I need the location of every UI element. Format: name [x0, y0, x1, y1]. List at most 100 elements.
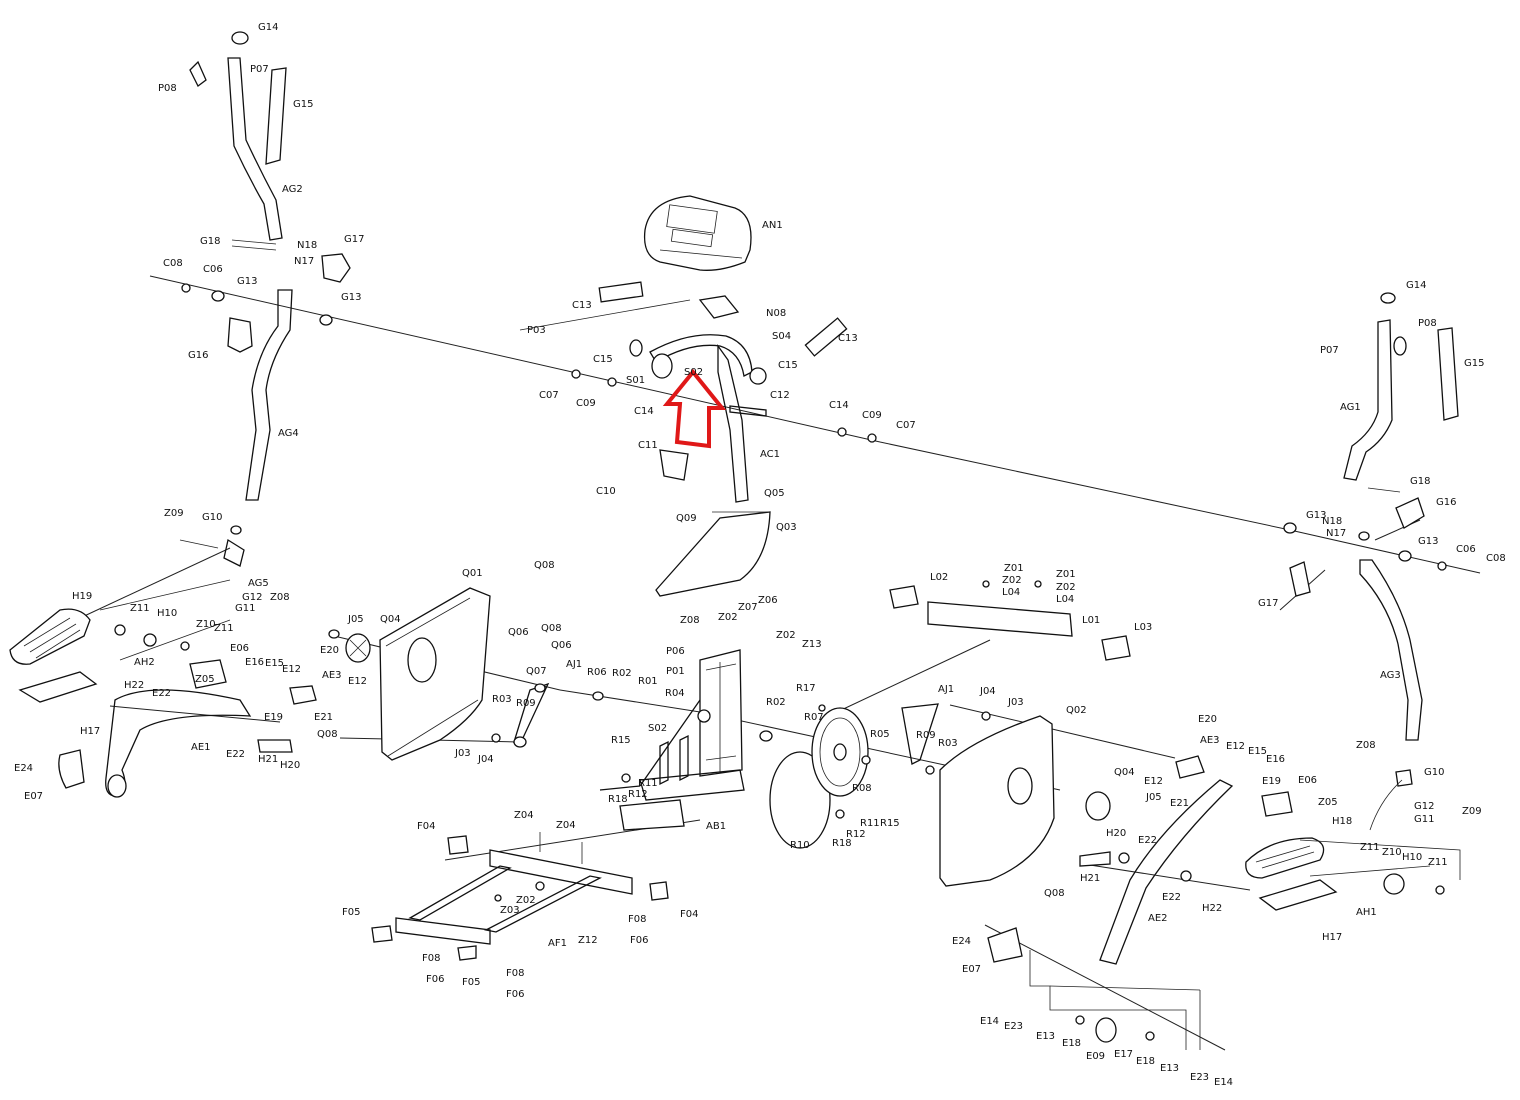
- part-label: Z05: [1318, 797, 1338, 808]
- part-label: Z02: [516, 895, 536, 906]
- part-label: E18: [1136, 1056, 1155, 1067]
- part-label: N17: [294, 256, 314, 267]
- part-label: Q04: [380, 614, 401, 625]
- part-label: G14: [1406, 280, 1426, 291]
- part-label: Z10: [196, 619, 216, 630]
- part-label: C15: [778, 360, 798, 371]
- part-label: Z01: [1056, 569, 1076, 580]
- base-frame: [371, 832, 669, 961]
- part-label: Z08: [270, 592, 290, 603]
- part-label: Z11: [214, 623, 234, 634]
- part-label: F05: [342, 907, 360, 918]
- part-label: R09: [916, 730, 936, 741]
- part-label: C09: [576, 398, 596, 409]
- part-label: Z11: [130, 603, 150, 614]
- part-label: Z02: [1002, 575, 1022, 586]
- part-label: Z09: [1462, 806, 1482, 817]
- part-label: G10: [1424, 767, 1444, 778]
- right-cover-assembly: [901, 703, 1111, 887]
- part-label: S02: [648, 723, 667, 734]
- part-label: F06: [630, 935, 648, 946]
- part-label: C07: [539, 390, 559, 401]
- part-label: F04: [417, 821, 435, 832]
- part-label: G16: [1436, 497, 1456, 508]
- highlight-arrow: [662, 368, 727, 449]
- part-label: F06: [426, 974, 444, 985]
- part-label: Z12: [578, 935, 598, 946]
- part-label: R12: [846, 829, 866, 840]
- right-handlebar-assembly: [1283, 292, 1459, 831]
- part-label: AC1: [760, 449, 780, 460]
- console-and-mast: [519, 195, 877, 597]
- part-label: E15: [265, 658, 284, 669]
- part-label: C08: [163, 258, 183, 269]
- rear-stabilizer: [889, 580, 1131, 661]
- part-label: E06: [1298, 775, 1317, 786]
- part-label: C06: [1456, 544, 1476, 555]
- part-label: C07: [896, 420, 916, 431]
- part-label: Q06: [551, 640, 572, 651]
- flywheel-assembly: [621, 704, 871, 849]
- part-label: R11: [638, 778, 658, 789]
- part-label: C08: [1486, 553, 1506, 564]
- part-label: C12: [770, 390, 790, 401]
- part-label: R10: [790, 840, 810, 851]
- part-label: H10: [1402, 852, 1422, 863]
- part-label: H22: [1202, 903, 1222, 914]
- part-label: H17: [1322, 932, 1342, 943]
- part-label: F06: [506, 989, 524, 1000]
- part-label: E07: [24, 791, 43, 802]
- part-label: AE3: [322, 670, 342, 681]
- part-label: Q04: [1114, 767, 1135, 778]
- part-label: J03: [454, 748, 471, 759]
- part-label: C14: [829, 400, 849, 411]
- part-label: R18: [832, 838, 852, 849]
- part-label: G15: [293, 99, 313, 110]
- main-frame: [599, 649, 773, 831]
- part-label: G11: [235, 603, 255, 614]
- part-label: E12: [282, 664, 301, 675]
- part-label: G13: [1418, 536, 1438, 547]
- part-label: R08: [852, 783, 872, 794]
- part-label: E16: [1266, 754, 1285, 765]
- part-label: C10: [596, 486, 616, 497]
- part-label: C06: [203, 264, 223, 275]
- part-label: G17: [1258, 598, 1278, 609]
- part-label: R15: [611, 735, 631, 746]
- part-label: E21: [1170, 798, 1189, 809]
- part-label: N17: [1326, 528, 1346, 539]
- part-label: E13: [1160, 1063, 1179, 1074]
- part-label: R15: [880, 818, 900, 829]
- part-label: E19: [1262, 776, 1281, 787]
- part-label: AJ1: [566, 659, 582, 670]
- part-label: C13: [572, 300, 592, 311]
- part-label: Z03: [500, 905, 520, 916]
- part-label: H21: [258, 754, 278, 765]
- part-label: E12: [1144, 776, 1163, 787]
- part-label: E15: [1248, 746, 1267, 757]
- part-label: L01: [1082, 615, 1100, 626]
- part-label: E24: [952, 936, 971, 947]
- part-label: Z11: [1360, 842, 1380, 853]
- part-label: E12: [348, 676, 367, 687]
- part-label: R05: [870, 729, 890, 740]
- part-label: E16: [245, 657, 264, 668]
- part-label: C09: [862, 410, 882, 421]
- part-label: E22: [1138, 835, 1157, 846]
- part-label: Z06: [758, 595, 778, 606]
- part-label: R17: [796, 683, 816, 694]
- part-label: J03: [1007, 697, 1024, 708]
- part-label: AE1: [191, 742, 211, 753]
- part-label: F05: [462, 977, 480, 988]
- part-label: G12: [1414, 801, 1434, 812]
- part-label: AF1: [548, 938, 567, 949]
- part-label: J05: [347, 614, 364, 625]
- part-label: E19: [264, 712, 283, 723]
- part-label: R02: [612, 668, 632, 679]
- part-label: E06: [230, 643, 249, 654]
- part-label: E23: [1190, 1072, 1209, 1083]
- part-label: P01: [666, 666, 685, 677]
- part-label: Z02: [776, 630, 796, 641]
- part-label: R12: [628, 789, 648, 800]
- part-label: C13: [838, 333, 858, 344]
